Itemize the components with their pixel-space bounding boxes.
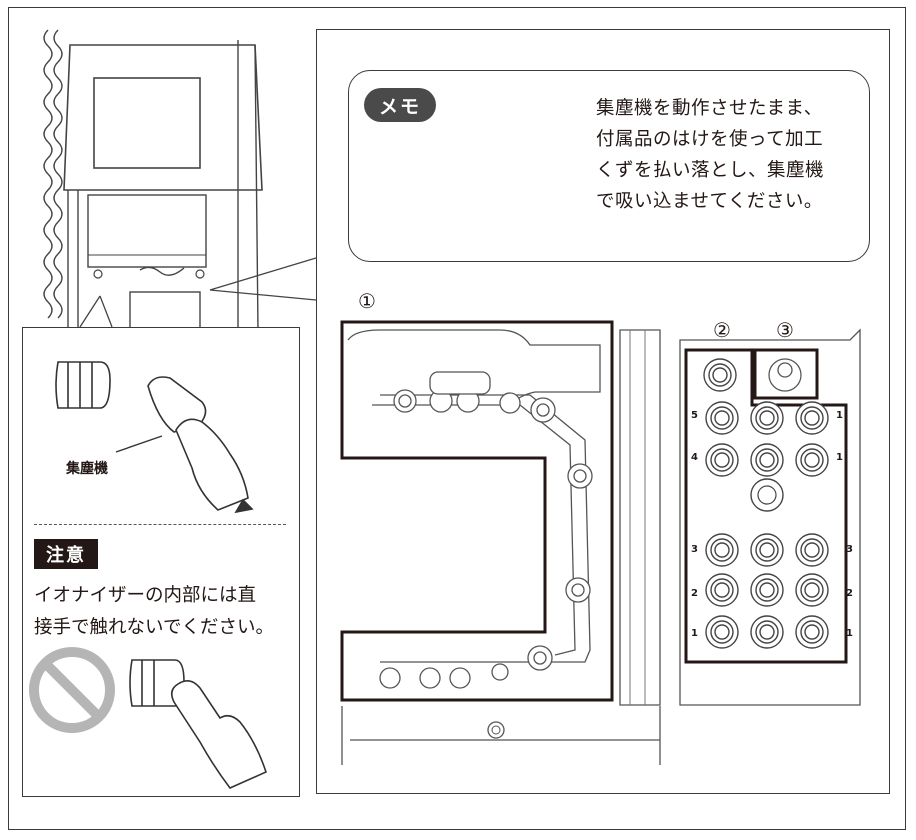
plate-number: 4 [691, 452, 698, 463]
marker-2: ② [713, 318, 731, 342]
plate-number: 1 [846, 628, 853, 639]
plate-hole [714, 582, 730, 598]
memo-line: 付属品のはけを使って加工 [596, 129, 824, 150]
plate-number: 1 [836, 410, 843, 421]
plate-hole [804, 624, 820, 640]
caution-badge: 注意 [34, 539, 98, 569]
memo-text: 集塵機を動作させたまま、 付属品のはけを使って加工 くずを払い落とし、集塵機 で… [596, 93, 856, 217]
plate-hole [759, 410, 775, 426]
plate-hole [804, 582, 820, 598]
plate-number: 1 [691, 628, 698, 639]
plate-hole [804, 542, 820, 558]
caution-line: イオナイザーの内部には直 [34, 585, 257, 606]
marker-3: ③ [776, 318, 794, 342]
plate-hole [759, 542, 775, 558]
plate-hole [714, 624, 730, 640]
plate-hole [804, 452, 820, 468]
collector-label: 集塵機 [66, 461, 108, 477]
plate-hole [804, 410, 820, 426]
plate-hole [714, 410, 730, 426]
marker-1: ① [358, 289, 376, 313]
memo-line: 集塵機を動作させたまま、 [596, 98, 823, 119]
main-illustration-panel [316, 29, 890, 794]
plate-number: 5 [691, 410, 698, 421]
plate-hole [759, 452, 775, 468]
plate-hole [714, 542, 730, 558]
plate-hole [759, 582, 775, 598]
plate-number: 1 [836, 452, 843, 463]
memo-badge: メモ [364, 88, 436, 122]
plate-hole [714, 452, 730, 468]
plate-hole [759, 624, 775, 640]
caution-line: 接手で触れないでください。 [34, 617, 274, 638]
memo-line: くずを払い落とし、集塵機 [596, 160, 825, 181]
plate-number: 2 [846, 588, 853, 599]
dashed-divider [34, 524, 286, 525]
plate-number: 2 [691, 588, 698, 599]
memo-line: で吸い込ませてください。 [596, 191, 823, 212]
plate-number: 3 [846, 544, 853, 555]
caution-text: イオナイザーの内部には直 接手で触れないでください。 [34, 580, 296, 644]
plate-number: 3 [691, 544, 698, 555]
plate-hole [712, 367, 728, 383]
